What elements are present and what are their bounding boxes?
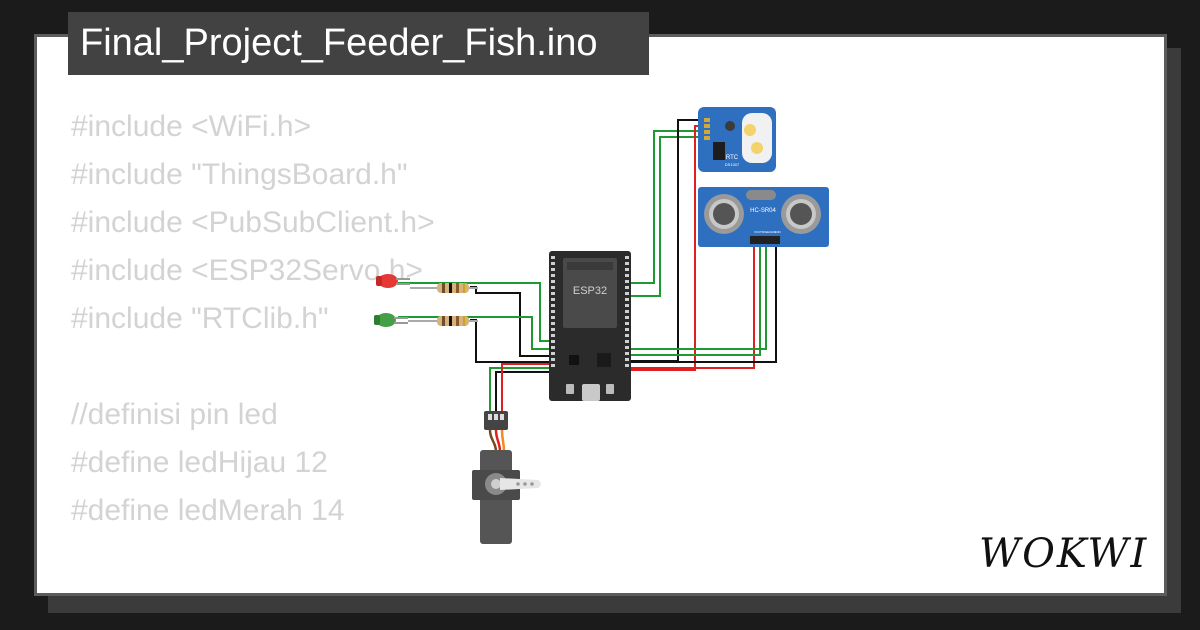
ultrasonic-pin-vcc: VCC <box>754 230 761 234</box>
ultrasonic-pin-trig: TRIG <box>760 230 768 234</box>
esp32-pin <box>551 328 555 331</box>
esp32-pin <box>551 346 555 349</box>
esp32-pin <box>625 358 629 361</box>
wires <box>398 119 777 412</box>
esp32-pin <box>625 292 629 295</box>
ultrasonic-pin-echo: ECHO <box>767 230 776 234</box>
esp32-pin <box>551 268 555 271</box>
esp32-pin <box>551 274 555 277</box>
esp32-pins <box>551 256 629 367</box>
wokwi-logo: WOKWI <box>979 531 1148 577</box>
esp32-label: ESP32 <box>573 285 607 297</box>
esp32-pin <box>551 286 555 289</box>
project-title: Final_Project_Feeder_Fish.ino <box>68 12 649 75</box>
esp32-pin <box>551 280 555 283</box>
esp32-pin <box>551 310 555 313</box>
rtc-code: DS1307 <box>725 162 740 167</box>
esp32-pin <box>625 262 629 265</box>
code-line: //definisi <box>71 583 435 593</box>
servo-motor <box>472 411 541 544</box>
esp32-pin <box>551 358 555 361</box>
esp32-pin <box>625 346 629 349</box>
esp32-pin <box>625 298 629 301</box>
esp32-pin <box>625 280 629 283</box>
rtc-module: RTC DS1307 <box>698 107 776 172</box>
ultrasonic-label: HC-SR04 <box>750 208 776 214</box>
esp32-pin <box>625 334 629 337</box>
esp32-pin <box>551 340 555 343</box>
esp32-pin <box>625 328 629 331</box>
code-line: //definisi pin led <box>71 398 278 431</box>
esp32-pin <box>551 316 555 319</box>
esp32-pin <box>625 256 629 259</box>
rtc-label: RTC <box>726 155 739 161</box>
esp32-pin <box>625 274 629 277</box>
esp32-pin <box>625 364 629 367</box>
ultrasonic-sensor: HC-SR04 VCC TRIG ECHO GND <box>698 187 829 247</box>
wokwi-logo-text: WOKWI <box>979 531 1148 577</box>
ultrasonic-pin-gnd: GND <box>774 230 782 234</box>
code-line: #include "RTClib.h" <box>71 302 329 335</box>
esp32-pin <box>625 322 629 325</box>
esp32-pin <box>551 256 555 259</box>
esp32-pin <box>625 268 629 271</box>
esp32-pin <box>551 322 555 325</box>
esp32-pin <box>625 286 629 289</box>
code-line: #include <WiFi.h> <box>71 110 312 143</box>
esp32-pin <box>551 262 555 265</box>
resistor-top <box>410 283 478 293</box>
esp32-pin <box>551 364 555 367</box>
code-preview: #include <WiFi.h> #include "ThingsBoard.h… <box>71 103 435 593</box>
resistor-bottom <box>408 316 478 326</box>
code-line: #define ledHijau 12 <box>71 446 328 479</box>
esp32-pin <box>625 340 629 343</box>
esp32-board: ESP32 <box>549 251 631 401</box>
red-led <box>376 274 410 288</box>
esp32-pin <box>551 352 555 355</box>
esp32-pin <box>625 304 629 307</box>
green-led <box>374 313 408 327</box>
esp32-pin <box>625 310 629 313</box>
esp32-pin <box>551 298 555 301</box>
esp32-pin <box>551 292 555 295</box>
code-line: #define ledMerah 14 <box>71 494 345 527</box>
esp32-pin <box>625 352 629 355</box>
code-line: #include "ThingsBoard.h" <box>71 158 408 191</box>
esp32-pin <box>551 304 555 307</box>
esp32-pin <box>551 334 555 337</box>
code-line: #include <PubSubClient.h> <box>71 206 435 239</box>
esp32-pin <box>625 316 629 319</box>
